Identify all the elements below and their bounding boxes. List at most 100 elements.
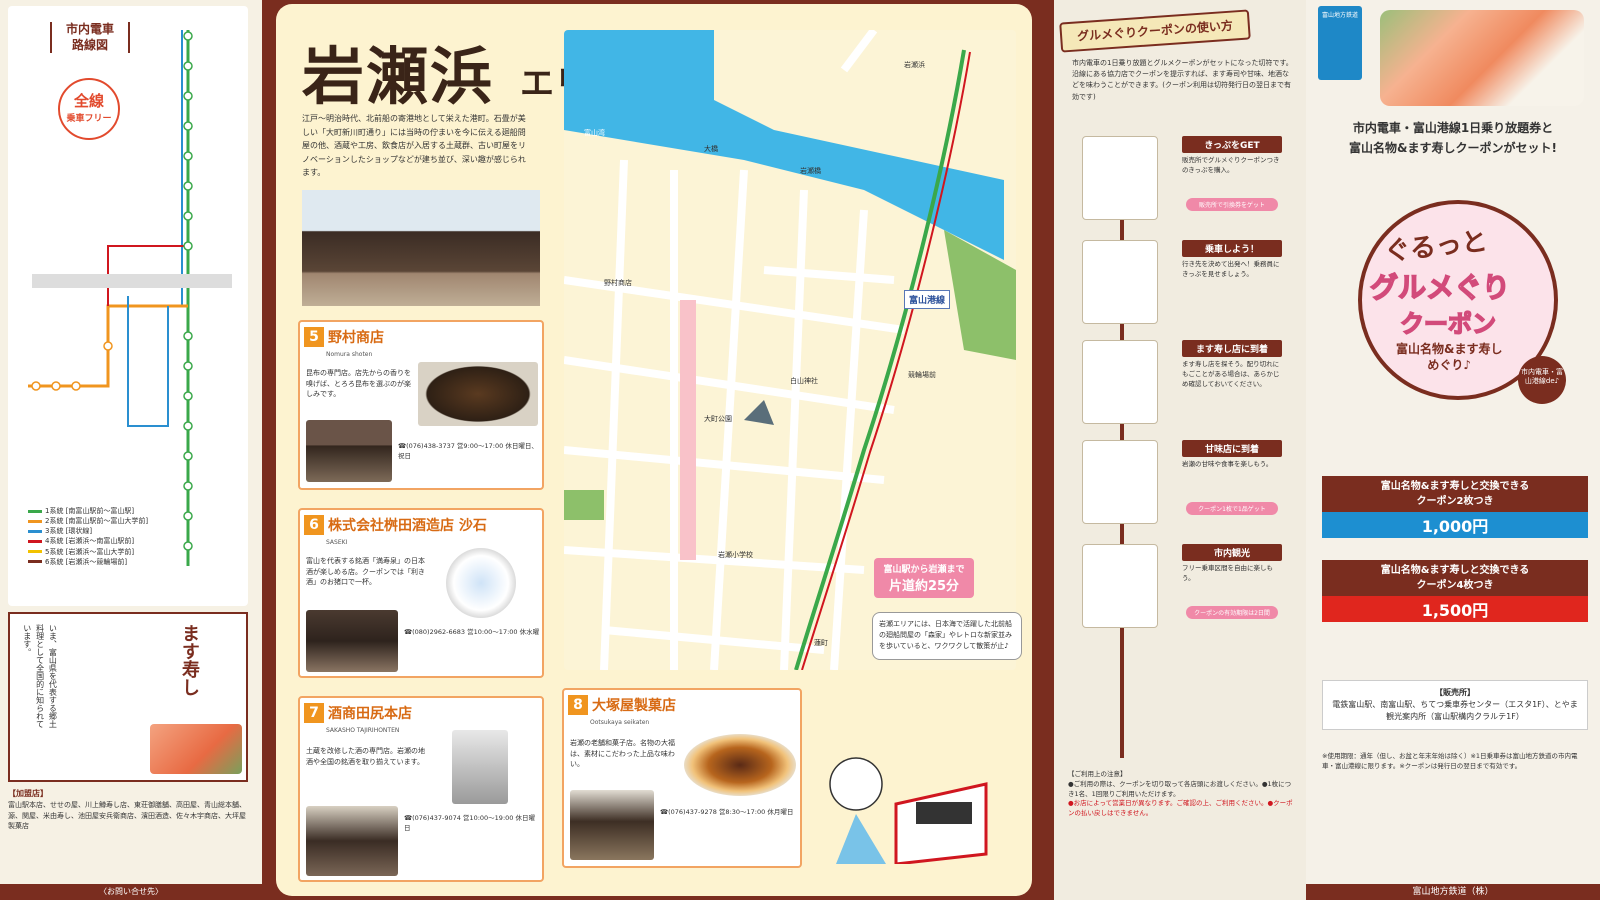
- legend-swatch: [28, 560, 42, 564]
- iwasehama-area: 岩瀬浜 エリア 江戸〜明治時代、北前船の寄港地として栄えた港町。石畳が美しい「大…: [276, 4, 1032, 896]
- coupon-notes: ※使用期限：通年（但し、お盆と年末年始は除く）※1日乗車券は富山地方鉄道の市内電…: [1322, 752, 1578, 770]
- shop-romaji: SASEKI: [326, 538, 348, 546]
- shop-description: 昆布の専門店。店先からの香りを嗅げば、とろろ昆布を選ぶのが楽しみです。: [306, 369, 411, 398]
- travel-time-callout: 富山駅から岩瀬まで 片道約25分: [874, 558, 974, 598]
- price-value: 1,500円: [1322, 596, 1588, 622]
- legend-item: 3系統 [環状線]: [28, 526, 238, 536]
- map-graphics: [564, 30, 1016, 670]
- howto-step: きっぷをGET 販売所でグルメぐりクーポンつきのきっぷを購入。販売所で引換券をゲッ…: [1082, 136, 1292, 234]
- logo-tagline: 富山名物&ます寿し めぐり♪: [1396, 342, 1503, 372]
- step-illustration: [1082, 136, 1158, 220]
- map-label: 競輪場前: [908, 371, 936, 379]
- step-tag: クーポン1枚で1品ゲット: [1186, 502, 1278, 515]
- legend-swatch: [28, 550, 42, 554]
- shop-name: 株式会社桝田酒造店 沙石: [328, 517, 487, 534]
- legend-swatch: [28, 519, 42, 523]
- inquiry-footer: 〈お問い合せ先〉: [0, 884, 262, 900]
- step-tag: 販売所で引換券をゲット: [1186, 198, 1278, 211]
- map-label: 大橋: [704, 145, 718, 153]
- legend-item: 5系統 [岩瀬浜〜富山大学前]: [28, 547, 238, 557]
- route-legend: 1系統 [南富山駅前〜富山駅] 2系統 [南富山駅前〜富山大学前]3系統 [環状線…: [28, 506, 238, 567]
- area-title: 岩瀬浜: [302, 40, 495, 113]
- shop-info: ☎(076)437-9074 営10:00〜19:00 休日曜日: [404, 814, 535, 832]
- iwasehama-panel: 岩瀬浜 エリア 江戸〜明治時代、北前船の寄港地として栄えた港町。石畳が美しい「大…: [262, 0, 1054, 900]
- map-label: 蓮町: [814, 639, 828, 647]
- legend-swatch: [28, 509, 42, 513]
- masu-sushi-photo: [150, 724, 242, 774]
- map-label: 白山神社: [790, 377, 818, 385]
- legend-label: 5系統 [岩瀬浜〜富山大学前]: [45, 547, 135, 556]
- shop-romaji: SAKASHO TAJIRIHONTEN: [326, 726, 400, 734]
- step-text: 販売所でグルメぐりクーポンつきのきっぷを購入。: [1182, 156, 1280, 174]
- howto-step: 甘味店に到着岩瀬の甘味や食事を楽しもう。クーポン1枚で1品ゲット: [1082, 440, 1292, 538]
- gurume-logo: ぐるっと グルメぐり クーポン 富山名物&ます寿し めぐり♪ 市内電車・富山港線…: [1328, 180, 1578, 420]
- legend-item: 1系統 [南富山駅前〜富山駅]: [28, 506, 238, 516]
- masu-text: いま、富山県を代表する郷土料理として全国的に知られています。: [22, 624, 58, 728]
- step-heading: 乗車しよう！: [1182, 240, 1282, 257]
- sake-bottle-photo: [452, 730, 508, 804]
- usage-notes: 【ご利用上の注意】 ●ご利用の際は、クーポンを切り取って各店頭にお渡しください。…: [1068, 770, 1293, 817]
- train-illustration: [829, 757, 988, 864]
- masu-sushi-box: ます寿し いま、富山県を代表する郷土料理として全国的に知られています。: [8, 612, 248, 782]
- daifuku-photo: [684, 734, 796, 796]
- shop-number: 8: [568, 694, 588, 715]
- map-label: 岩瀬橋: [800, 167, 821, 175]
- route-map-title: 市内電車 路線図: [50, 22, 130, 54]
- area-note-bubble: 岩瀬エリアには、日本海で活躍した北前船の廻船問屋の「森家」やレトロな新家並みを歩…: [872, 612, 1022, 660]
- shop-info: ☎(076)438-3737 営9:00〜17:00 休日曜日、祝日: [398, 442, 538, 460]
- howto-title: グルメぐりクーポンの使い方: [1059, 9, 1251, 53]
- street-photo: [302, 190, 540, 306]
- step-illustration: [1082, 340, 1158, 424]
- step-illustration: [1082, 240, 1158, 324]
- railway-logo: 富山地方鉄道: [1318, 6, 1362, 80]
- area-description: 江戸〜明治時代、北前船の寄港地として栄えた港町。石畳が美しい「大町新川町通り」に…: [302, 114, 526, 178]
- logo-gurume: グルメぐり: [1369, 270, 1511, 305]
- shop-number: 5: [304, 326, 324, 347]
- price-card-4: 富山名物&ます寿しと交換できるクーポン4枚つき 1,500円: [1322, 560, 1588, 622]
- legend-label: 4系統 [岩瀬浜〜南富山駅前]: [45, 537, 135, 546]
- shop-romaji: Ootsukaya seikaten: [590, 718, 650, 726]
- shop-storefront-photo: [306, 806, 398, 876]
- area-map: 富山湾 大橋 岩瀬橋 白山神社 大町公園 競輪場前 岩瀬小学校 岩瀬浜 蓮町 野…: [564, 30, 1016, 670]
- shop-description: 土蔵を改修した酒の専門店。岩瀬の地酒や全国の銘酒を取り揃えています。: [306, 747, 425, 766]
- howto-panel: グルメぐりクーポンの使い方 市内電車の1日乗り放題とグルメクーポンがセットになっ…: [1054, 0, 1306, 900]
- legend-item: 4系統 [岩瀬浜〜南富山駅前]: [28, 536, 238, 546]
- shop-name: 酒商田尻本店: [328, 705, 412, 722]
- route-panel: 市内電車 路線図 全線 乗車フリー 1系統 [南富山駅前〜富山駅] 2系統 [南富…: [0, 0, 262, 900]
- map-label: 野村商店: [604, 279, 632, 287]
- shop-info: ☎(076)437-9278 営8:30〜17:00 休月曜日: [660, 808, 794, 816]
- free-ride-badge: 全線 乗車フリー: [58, 78, 120, 140]
- legend-item: 6系統 [岩瀬浜〜競輪場前]: [28, 557, 238, 567]
- legend-label: 6系統 [岩瀬浜〜競輪場前]: [45, 557, 128, 566]
- coupon-headline: 市内電車・富山港線1日乗り放題券と 富山名物&ます寿しクーポンがセット!: [1349, 121, 1557, 156]
- map-label: 大町公園: [704, 415, 732, 423]
- shop-number: 6: [304, 514, 324, 535]
- legend-item: 2系統 [南富山駅前〜富山大学前]: [28, 516, 238, 526]
- legend-label: 2系統 [南富山駅前〜富山大学前]: [45, 517, 149, 526]
- step-heading: 甘味店に到着: [1182, 440, 1282, 457]
- route-map: 市内電車 路線図 全線 乗車フリー 1系統 [南富山駅前〜富山駅] 2系統 [南富…: [8, 6, 248, 606]
- step-illustration: [1082, 544, 1158, 628]
- map-label: 岩瀬小学校: [718, 551, 753, 559]
- shop-storefront-photo: [570, 790, 654, 860]
- logo-coupon: クーポン: [1399, 309, 1497, 339]
- price-value: 1,000円: [1322, 512, 1588, 538]
- shop-romaji: Nomura shoten: [326, 350, 373, 358]
- coupon-panel: 富山地方鉄道 市内電車・富山港線1日乗り放題券と 富山名物&ます寿しクーポンがセ…: [1306, 0, 1600, 900]
- sake-cup-photo: [446, 548, 516, 618]
- route-lines: [28, 30, 232, 566]
- shop-number: 7: [304, 702, 324, 723]
- howto-step: 市内観光フリー乗車区間を自由に楽しもう。クーポンの有効期限は2日間: [1082, 544, 1292, 642]
- shop-description: 岩瀬の老舗和菓子店。名物の大福は、素材にこだわった上品な味わい。: [570, 739, 675, 768]
- legend-label: 1系統 [南富山駅前〜富山駅]: [45, 507, 135, 515]
- step-text: 岩瀬の甘味や食事を楽しもう。: [1182, 460, 1273, 468]
- shop-name: 大塚屋製菓店: [592, 697, 676, 714]
- map-label: 富山湾: [584, 129, 605, 137]
- legend-swatch: [28, 539, 42, 543]
- step-heading: きっぷをGET: [1182, 136, 1282, 153]
- step-illustration: [1082, 440, 1158, 524]
- masu-sushi-photo: [1380, 10, 1584, 106]
